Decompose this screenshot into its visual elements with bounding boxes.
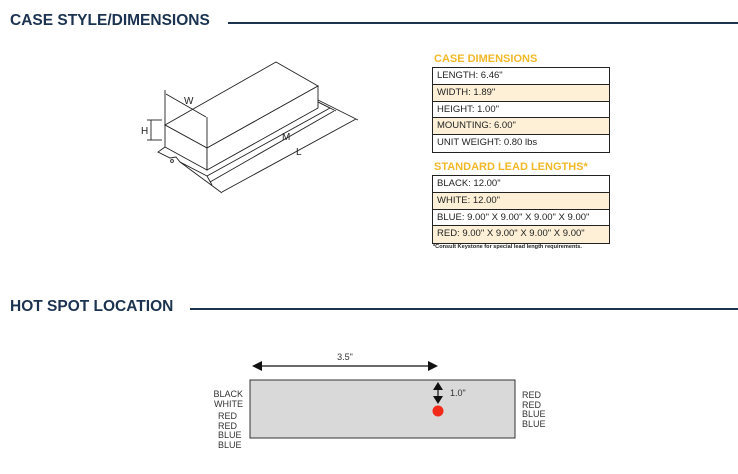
w-label: W (184, 96, 194, 107)
table-row: BLACK: 12.00" (433, 176, 609, 193)
table-row: MOUNTING: 6.00" (433, 118, 609, 136)
table-row: LENGTH: 6.46" (433, 68, 609, 85)
table-row: HEIGHT: 1.00" (433, 102, 609, 119)
hot-spot-diagram: 3.5" 1.0" (249, 352, 516, 439)
table-row: BLUE: 9.00" X 9.00" X 9.00" X 9.00" (433, 210, 609, 227)
case-diagram: W H M L (141, 61, 359, 194)
lead-length-note: *Consult Keystone for special lead lengt… (433, 244, 582, 250)
lead-label: BLACK (213, 389, 243, 399)
table-row: UNIT WEIGHT: 0.80 lbs (437, 137, 538, 149)
lead-label: RED (218, 420, 238, 431)
hot-spot-title: HOT SPOT LOCATION (10, 298, 174, 315)
left-leads-bottom: RED RED BLUE BLUE (218, 411, 242, 450)
m-label: M (282, 132, 290, 143)
lead-label: BLUE (218, 430, 242, 440)
right-leads: RED RED BLUE BLUE (522, 390, 546, 429)
hot-spot-dot (432, 405, 444, 417)
lead-label: RED (522, 390, 542, 400)
lead-lengths-table: BLACK: 12.00" WHITE: 12.00" BLUE: 9.00" … (432, 175, 610, 245)
case-dimensions-table: LENGTH: 6.46" WIDTH: 1.89" HEIGHT: 1.00"… (432, 67, 610, 153)
table-row: WHITE: 12.00" (433, 192, 609, 210)
section-divider (228, 22, 738, 24)
table-row: WIDTH: 1.89" (433, 84, 609, 102)
lead-label: WHITE (214, 398, 243, 409)
lead-label: RED (522, 399, 542, 410)
lead-label: BLUE (522, 418, 546, 429)
lead-lengths-heading: STANDARD LEAD LENGTHS* (434, 161, 588, 173)
horizontal-dimension-label: 3.5" (337, 352, 353, 362)
h-label: H (141, 126, 148, 137)
lead-label: BLUE (218, 439, 242, 450)
vertical-dimension-label: 1.0" (450, 388, 466, 398)
case-dimensions-heading: CASE DIMENSIONS (434, 53, 538, 65)
l-label: L (296, 147, 302, 158)
table-row: RED: 9.00" X 9.00" X 9.00" X 9.00" (433, 226, 609, 244)
section-divider (190, 308, 738, 310)
case-style-title: CASE STYLE/DIMENSIONS (10, 12, 210, 29)
lead-label: BLUE (522, 409, 546, 419)
lead-label: RED (218, 411, 238, 421)
left-leads-top: BLACK WHITE (213, 389, 243, 409)
